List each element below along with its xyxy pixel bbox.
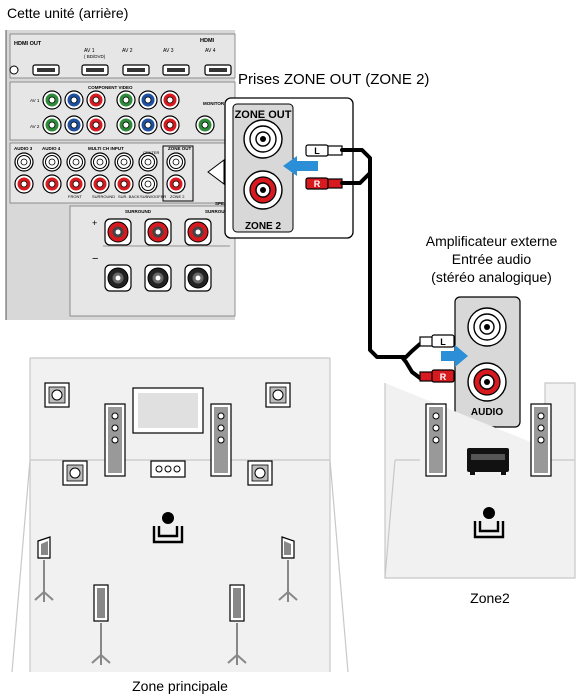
audio4-label: AUDIO 4 xyxy=(42,146,61,151)
stereo-cable xyxy=(342,150,432,378)
zone-out-panel-sub: ZONE 2 xyxy=(245,221,282,232)
main-zone-room xyxy=(12,358,348,672)
surback-rear-label: SUR. BACK xyxy=(118,194,140,199)
front-right-speaker xyxy=(211,404,231,476)
plug-r-label: R xyxy=(314,179,321,189)
av4-label: AV 4 xyxy=(205,48,216,54)
hdmi-av4-port xyxy=(205,65,231,75)
hdmi-out-port xyxy=(33,65,59,75)
presence-left-speaker xyxy=(45,383,69,407)
svg-text:+: + xyxy=(92,218,97,228)
hdmi-av3-port xyxy=(163,65,189,75)
zone-out-panel-title: ZONE OUT xyxy=(235,109,292,121)
zone2-speaker-left xyxy=(426,404,446,476)
zone2-speaker-right xyxy=(531,404,551,476)
av1-comp-label: AV 1 xyxy=(30,98,40,103)
zone-out-jack-left xyxy=(244,120,282,158)
subwoofer-right xyxy=(248,461,272,485)
amp-plug-l-label: L xyxy=(440,337,446,347)
amp-jack-right xyxy=(468,363,506,401)
hdmi-out-label: HDMI OUT xyxy=(14,41,42,47)
av3-label: AV 3 xyxy=(163,48,174,54)
av2-comp-label: AV 2 xyxy=(30,124,40,129)
center-speaker xyxy=(151,461,185,477)
av2-label: AV 2 xyxy=(122,48,133,54)
svg-text:−: − xyxy=(92,253,98,265)
zone-out-rear-label: ZONE OUT xyxy=(168,146,192,151)
zone-out-jack-right xyxy=(244,171,282,209)
subwoofer-left xyxy=(63,461,87,485)
receiver-rear-panel: HDMI OUT HDMI AV 1 ( BD/DVD) AV 2 AV 3 A… xyxy=(6,30,240,320)
presence-right-speaker xyxy=(266,383,290,407)
surround-sp-label: SURROUND xyxy=(125,209,152,214)
component-video-label: COMPONENT VIDEO xyxy=(88,85,133,90)
surround-rear-label: SURROUND xyxy=(92,194,115,199)
hdmi-av2-port xyxy=(123,65,149,75)
amp-audio-label: AUDIO xyxy=(471,407,503,418)
ext-amplifier xyxy=(467,448,509,475)
front-rear-label: FRONT xyxy=(68,194,82,199)
zone-out-panel: ZONE OUT ZONE 2 xyxy=(225,98,353,238)
amp-jack-left xyxy=(468,308,506,346)
subwoofer-rear-label: SUBWOOFER xyxy=(140,194,166,199)
hdmi-av1-port xyxy=(82,65,108,75)
amp-plug-r-label: R xyxy=(440,372,447,382)
hdmi-label: HDMI xyxy=(200,38,215,44)
zone2-rear-label: ZONE 2 xyxy=(170,194,185,199)
audio3-label: AUDIO 3 xyxy=(14,146,33,151)
plug-l-label: L xyxy=(314,146,320,156)
av1-sub-label: ( BD/DVD) xyxy=(84,54,106,59)
front-left-speaker xyxy=(105,404,125,476)
multi-ch-label: MULTI CH INPUT xyxy=(88,146,124,151)
